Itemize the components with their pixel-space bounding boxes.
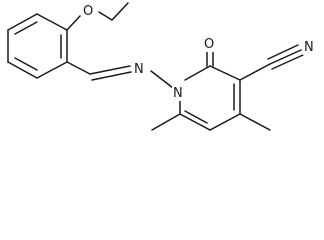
triple-bond-inner [267,44,299,60]
bond [36,13,68,31]
bond [150,70,174,89]
double-bond-inner [184,110,208,124]
structure-diagram: O N N O N [7,2,314,131]
methyl-groups [151,113,271,131]
bond [239,113,271,131]
bond [36,61,68,79]
nitrile-group [239,44,304,81]
double-bond-inner [14,21,38,35]
pyridinone-ring [179,65,241,131]
bond [179,113,211,131]
benzene-ring [7,13,68,79]
molecule-svg: O N N O N [7,2,314,131]
atom-label-imine-n: N [134,62,144,77]
bond [66,61,91,75]
double-bond-inner [14,57,38,71]
bond [151,113,181,131]
atom-label-carbonyl-o: O [204,37,214,52]
bond [111,2,129,21]
atom-label-ether-o: O [83,4,93,19]
bond [269,49,302,65]
triple-bond-inner [271,54,304,70]
bond [209,113,241,131]
bond [66,15,81,31]
bond [209,65,241,81]
atom-label-nitrile-n: N [304,40,314,55]
bond [239,63,271,81]
imine-linker [66,61,174,89]
bond [7,61,38,79]
bond [7,13,38,31]
atom-label-ring-n: N [173,86,183,101]
bond [89,65,131,75]
bond [98,11,113,21]
ethoxy-group [66,2,129,31]
bond [184,65,211,81]
double-bond-inner [91,71,132,81]
carbonyl-group [206,49,214,67]
